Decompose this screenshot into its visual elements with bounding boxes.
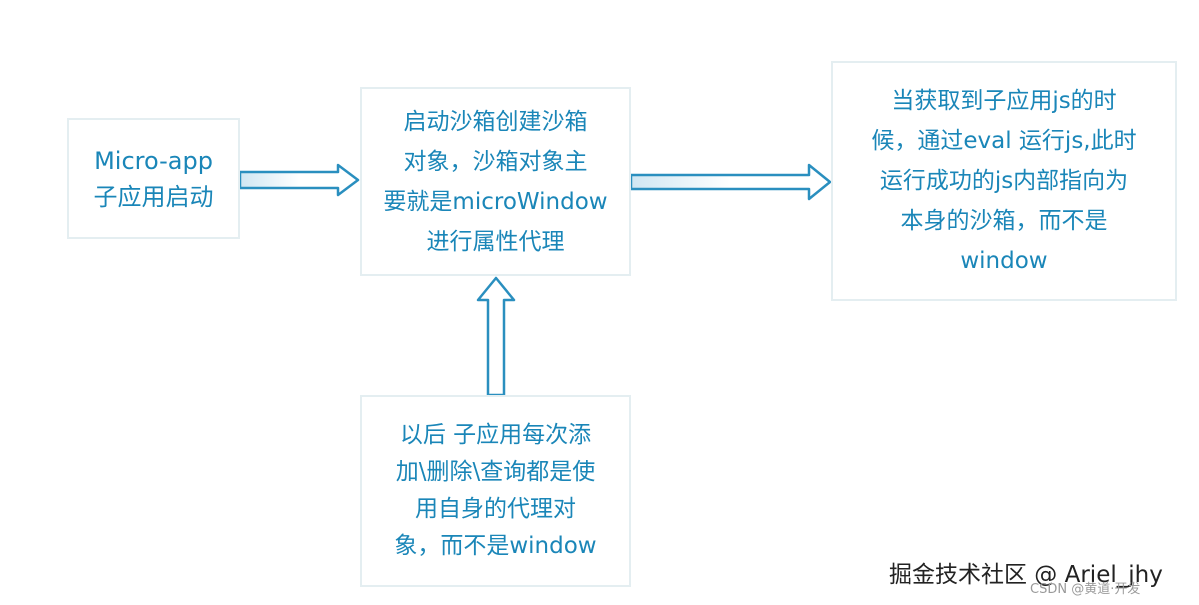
text-line: window (960, 248, 1048, 274)
node-sandbox-create: 启动沙箱创建沙箱 对象，沙箱对象主 要就是microWindow 进行属性代理 (360, 87, 631, 276)
arrow-start-to-sandbox (238, 163, 360, 197)
text-line: 要就是microWindow (383, 188, 608, 215)
text-line: 启动沙箱创建沙箱 (403, 108, 588, 135)
node-eval-js: 当获取到子应用js的时 候，通过eval 运行js,此时 运行成功的js内部指向… (831, 61, 1177, 301)
node-micro-app-start: Micro-app 子应用启动 (67, 118, 240, 239)
text-line: 候，通过eval 运行js,此时 (871, 128, 1137, 154)
text-line: 加\删除\查询都是使 (395, 459, 596, 485)
text-line: 用自身的代理对 (415, 496, 576, 522)
node-text: 当获取到子应用js的时 候，通过eval 运行js,此时 运行成功的js内部指向… (854, 81, 1154, 281)
node-text: 以后 子应用每次添 加\删除\查询都是使 用自身的代理对 象，而不是window (371, 417, 621, 565)
text-line: 本身的沙箱，而不是 (900, 208, 1108, 234)
text-line: Micro-app (94, 146, 213, 175)
text-line: 对象，沙箱对象主 (403, 148, 588, 175)
watermark-csdn: CSDN @黄道·开发 (1030, 582, 1141, 597)
node-text: Micro-app 子应用启动 (94, 143, 214, 215)
text-line: 当获取到子应用js的时 (891, 88, 1117, 114)
text-line: 以后 子应用每次添 (399, 422, 592, 448)
text-line: 运行成功的js内部指向为 (879, 168, 1129, 194)
node-text: 启动沙箱创建沙箱 对象，沙箱对象主 要就是microWindow 进行属性代理 (371, 102, 621, 262)
text-line: 象，而不是window (394, 533, 597, 559)
arrow-proxy-to-sandbox (476, 276, 516, 397)
text-line: 进行属性代理 (426, 228, 565, 255)
node-proxy-usage: 以后 子应用每次添 加\删除\查询都是使 用自身的代理对 象，而不是window (360, 395, 631, 587)
watermark-juejin: 掘金技术社区 @ Ariel_jhy (889, 562, 1163, 588)
text-line: 子应用启动 (93, 182, 214, 211)
arrow-sandbox-to-eval (629, 163, 832, 201)
